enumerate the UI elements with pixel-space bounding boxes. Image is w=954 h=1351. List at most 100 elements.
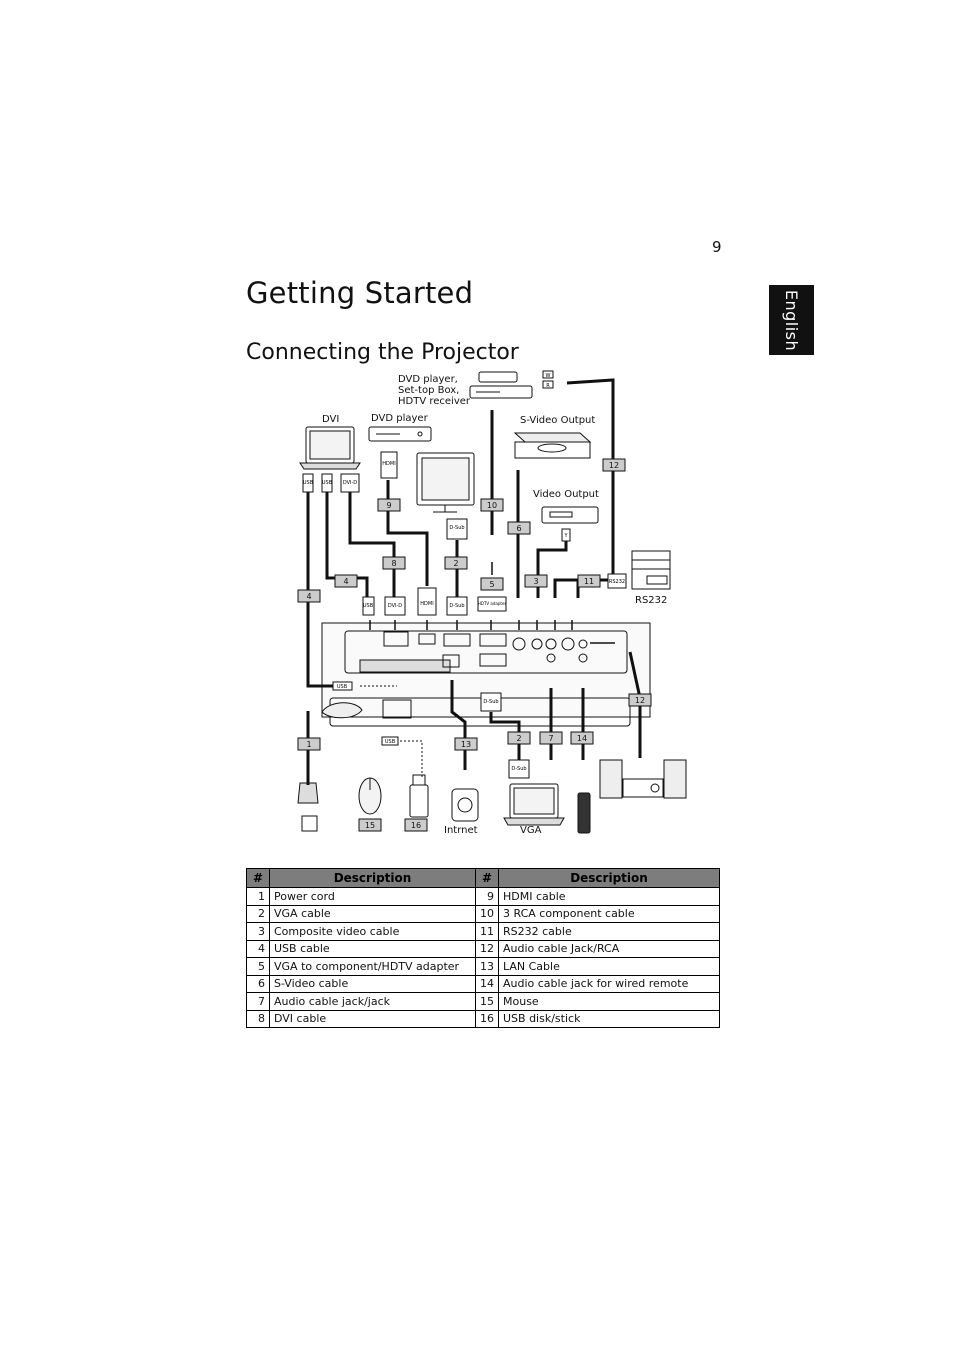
hdtv-adapter-tag: HDTV adapter (477, 596, 507, 612)
label-intrnet: Intrnet (444, 825, 478, 836)
svg-text:2: 2 (516, 734, 521, 743)
item-number: 14 (475, 974, 499, 993)
lan-port-icon (442, 654, 460, 668)
callout-2: 2 (507, 731, 531, 745)
header-description: Description (498, 868, 720, 888)
rs232-connector-tag: RS232 (607, 573, 627, 589)
item-number: 2 (246, 904, 270, 923)
svg-text:USB: USB (322, 480, 333, 486)
svg-text:Y: Y (563, 533, 568, 539)
page-title: Getting Started (246, 276, 474, 310)
svg-text:HDTV adapter: HDTV adapter (478, 601, 507, 606)
label-vga: VGA (520, 825, 542, 836)
svg-text:9: 9 (386, 501, 391, 510)
dsub-connector-tag: D-Sub (508, 759, 530, 779)
item-number: 11 (475, 922, 499, 941)
callout-10: 10 (480, 498, 504, 512)
settop-box-icon (469, 371, 533, 399)
callout-16: 16 (404, 818, 428, 832)
item-number: 7 (246, 992, 270, 1011)
svg-text:USB: USB (303, 480, 314, 486)
callout-4: 4 (334, 574, 358, 588)
dvi-port-icon (383, 631, 409, 647)
wired-remote-icon (577, 792, 591, 834)
usb-connector-tag: USB (381, 736, 399, 746)
power-plug-icon (297, 702, 363, 832)
callout-15: 15 (358, 818, 382, 832)
svg-text:2: 2 (453, 559, 458, 568)
vga-in2-port-icon (479, 633, 507, 647)
svg-text:8: 8 (391, 559, 396, 568)
remote-port-icon (578, 639, 588, 649)
callout-14: 14 (570, 731, 594, 745)
rs232-computer-icon (631, 550, 671, 590)
item-description: LAN Cable (498, 957, 720, 976)
hdmi-connector-tag: HDMI (380, 451, 398, 479)
projector-connection-diagram: USB USB USB USB USB DVI-D DVI-D HDMI HDM… (297, 370, 687, 836)
callout-9: 9 (377, 498, 401, 512)
svg-text:13: 13 (461, 740, 471, 749)
callout-6: 6 (507, 521, 531, 535)
svg-text:W: W (546, 373, 551, 379)
item-description: Audio cable Jack/RCA (498, 939, 720, 958)
vga-in-port-icon (443, 633, 471, 647)
callout-12: 12 (628, 693, 652, 707)
svg-text:1: 1 (306, 740, 311, 749)
item-description: VGA cable (269, 904, 476, 923)
header-number: # (246, 868, 270, 888)
video-port-icon (531, 638, 543, 650)
item-description: HDMI cable (498, 887, 720, 906)
callout-1: 1 (297, 737, 321, 751)
language-tab: English (769, 285, 814, 355)
mouse-icon (358, 777, 382, 815)
callout-5: 5 (480, 577, 504, 591)
svg-text:D-Sub: D-Sub (483, 699, 498, 705)
vga-out-port-icon (479, 653, 507, 667)
r-connector-tag: R (542, 380, 554, 389)
svg-text:DVI-D: DVI-D (343, 480, 357, 486)
header-number: # (475, 868, 499, 888)
item-number: 1 (246, 887, 270, 906)
item-number: 10 (475, 904, 499, 923)
svg-text:11: 11 (584, 577, 594, 586)
svideo-port-icon (512, 637, 526, 651)
svg-text:R: R (546, 383, 550, 389)
item-description: Mouse (498, 992, 720, 1011)
item-number: 5 (246, 957, 270, 976)
power-socket-icon (382, 699, 412, 719)
svg-text:USB: USB (337, 684, 348, 690)
label-video-output: Video Output (533, 489, 599, 500)
svg-text:12: 12 (635, 696, 645, 705)
svg-text:DVI-D: DVI-D (388, 603, 402, 609)
dvd-player-icon (368, 426, 432, 442)
usb-connector-tag: USB (332, 681, 353, 691)
svg-text:4: 4 (306, 592, 311, 601)
item-description: Power cord (269, 887, 476, 906)
item-number: 8 (246, 1009, 270, 1028)
laptop-dvi-icon (299, 426, 361, 470)
callout-4: 4 (297, 589, 321, 603)
item-description: USB cable (269, 939, 476, 958)
item-number: 9 (475, 887, 499, 906)
usb-connector-tag: USB (302, 473, 314, 493)
item-number: 12 (475, 939, 499, 958)
item-description: 3 RCA component cable (498, 904, 720, 923)
item-description: S-Video cable (269, 974, 476, 993)
page-number: 9 (712, 238, 722, 256)
network-jack-icon (451, 788, 479, 822)
item-description: Audio cable jack/jack (269, 992, 476, 1011)
dsub-connector-tag: D-Sub (446, 518, 468, 540)
svg-text:USB: USB (363, 603, 374, 609)
dvid-connector-tag: DVI-D (340, 473, 360, 493)
callout-12: 12 (602, 458, 626, 472)
label-dvd-player: DVD player (371, 413, 429, 424)
svg-text:RS232: RS232 (609, 579, 625, 585)
svg-text:6: 6 (516, 524, 521, 533)
